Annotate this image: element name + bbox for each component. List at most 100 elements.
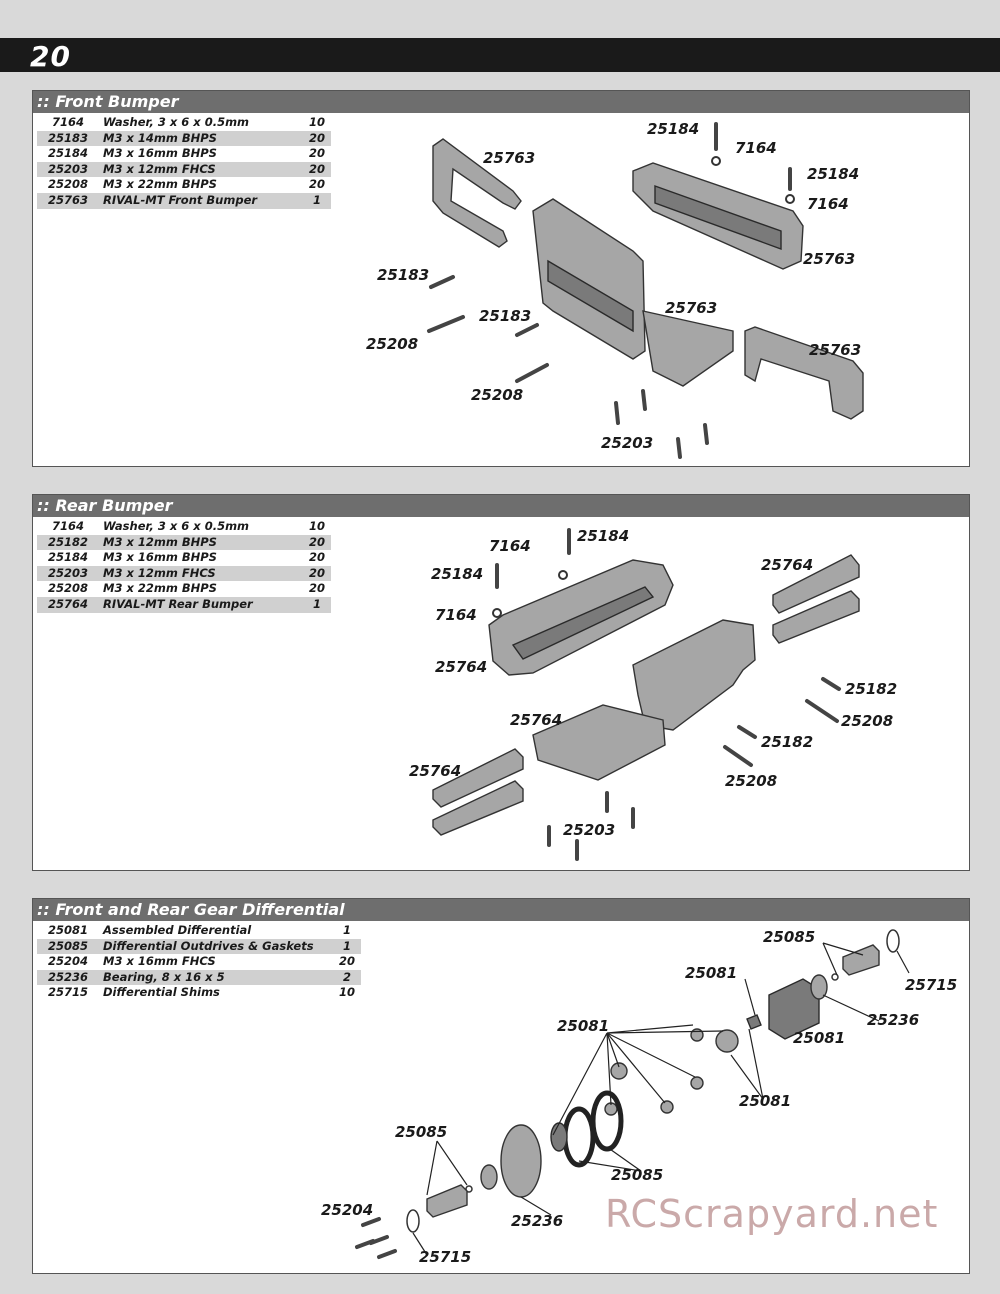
- callout-label: 25085: [395, 1123, 447, 1141]
- callout-label: 25208: [471, 386, 523, 404]
- screw-part: [377, 1249, 397, 1259]
- part-quantity: 20: [308, 146, 325, 161]
- callout-label: 25764: [510, 711, 562, 729]
- part-number: 25204: [47, 954, 88, 969]
- part-number: 25081: [47, 923, 88, 937]
- part-number: 7164: [51, 519, 84, 533]
- tube-bumper-part: [772, 590, 860, 644]
- part-description: RIVAL-MT Front Bumper: [103, 192, 258, 207]
- screw-part: [641, 389, 647, 411]
- parts-row: 25081 Assembled Differential 1: [37, 923, 361, 939]
- leader-line: [730, 1028, 764, 1100]
- screw-part: [821, 677, 841, 691]
- gasket-part: [562, 1106, 596, 1168]
- part-number: 25236: [47, 969, 88, 984]
- section-title: :: Rear Bumper: [37, 496, 173, 515]
- callout-label: 25715: [419, 1248, 471, 1266]
- shim-part: [465, 1185, 473, 1193]
- tube-bumper-part: [432, 780, 524, 836]
- callout-label: 25763: [665, 299, 717, 317]
- callout-label: 25184: [577, 527, 629, 545]
- spider-gear-part: [610, 1062, 628, 1080]
- part-description: Assembled Differential: [103, 923, 252, 937]
- callout-label: 7164: [435, 606, 477, 624]
- callout-label: 25208: [366, 335, 418, 353]
- part-description: M3 x 12mm FHCS: [103, 161, 216, 176]
- outdrive-part: [426, 1184, 468, 1218]
- part-number: 25203: [47, 161, 88, 176]
- watermark-text: RCScrapyard.net: [605, 1192, 939, 1236]
- part-number: 25182: [47, 534, 88, 549]
- diff-gear-part: [746, 1014, 762, 1030]
- shim-part: [886, 929, 900, 953]
- part-description: M3 x 14mm BHPS: [103, 130, 217, 145]
- part-quantity: 20: [308, 130, 325, 145]
- part-quantity: 20: [308, 534, 325, 549]
- callout-label: 25764: [435, 658, 487, 676]
- callout-label: 25184: [647, 120, 699, 138]
- leader-line: [744, 978, 756, 1016]
- shim-part: [831, 973, 839, 981]
- callout-label: 7164: [735, 139, 777, 157]
- part-quantity: 20: [308, 177, 325, 192]
- callout-label: 25081: [685, 964, 737, 982]
- part-number: 25085: [47, 938, 88, 953]
- tube-bumper-part: [772, 554, 860, 614]
- part-number: 25208: [47, 177, 88, 192]
- part-quantity: 1: [342, 923, 351, 937]
- washer-part: [558, 570, 568, 580]
- page-header-bar: [0, 38, 1000, 72]
- screw-part: [355, 1239, 375, 1249]
- callout-label: 25085: [611, 1166, 663, 1184]
- callout-label: 25183: [377, 266, 429, 284]
- callout-label: 25763: [483, 149, 535, 167]
- front-bumper-exploded-diagram: 25184 7164 25184 7164 25763 25763 25763 …: [366, 120, 864, 459]
- page-number: 20: [30, 40, 71, 73]
- section-header: :: Front Bumper: [33, 91, 969, 113]
- leader-line: [552, 1024, 724, 1136]
- washer-part: [785, 194, 795, 204]
- section-title: :: Front Bumper: [37, 92, 179, 111]
- diff-case-part: [768, 978, 820, 1040]
- leader-line: [822, 994, 880, 1022]
- callout-label: 25182: [845, 680, 897, 698]
- callout-label: 25183: [479, 307, 531, 325]
- callout-label: 25208: [841, 712, 893, 730]
- spider-gear-part: [660, 1100, 674, 1114]
- part-number: 25184: [47, 146, 88, 161]
- outdrive-part: [842, 944, 880, 976]
- section-header: :: Front and Rear Gear Differential: [33, 899, 969, 921]
- part-description: M3 x 22mm BHPS: [103, 177, 217, 192]
- screw-part: [737, 725, 757, 739]
- bumper-brace-part: [654, 185, 782, 251]
- screw-part: [429, 275, 455, 289]
- callout-label: 25763: [809, 341, 861, 359]
- part-description: M3 x 12mm BHPS: [103, 534, 217, 549]
- washer-part: [711, 156, 721, 166]
- parts-row: 25208 M3 x 22mm BHPS 20: [37, 177, 331, 193]
- callout-label: 25236: [511, 1212, 563, 1230]
- callout-label: 25081: [557, 1017, 609, 1035]
- callout-label: 25085: [763, 928, 815, 946]
- callout-label: 7164: [489, 537, 531, 555]
- callout-label: 25081: [739, 1092, 791, 1110]
- differential-panel: :: Front and Rear Gear Differential 2508…: [32, 898, 970, 1274]
- part-description: RIVAL-MT Rear Bumper: [103, 596, 253, 611]
- part-quantity: 10: [308, 115, 325, 129]
- screw-part: [515, 323, 539, 337]
- part-quantity: 1: [312, 596, 321, 611]
- spider-gear-part: [715, 1029, 739, 1053]
- leader-line: [896, 950, 910, 974]
